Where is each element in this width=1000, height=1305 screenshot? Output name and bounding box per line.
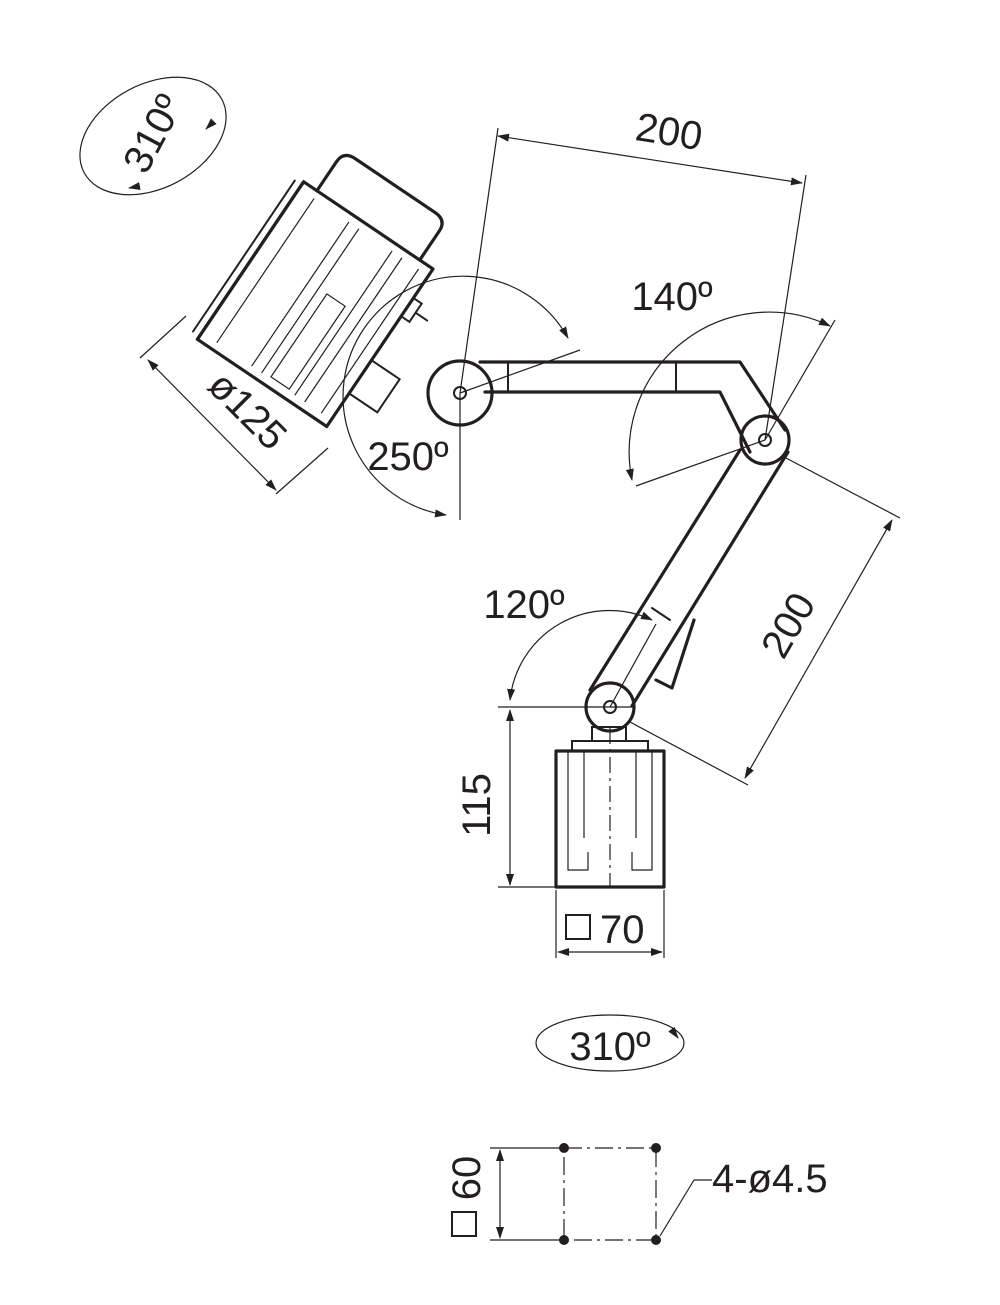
mounting-plate: 60 4-ø4.5 [445,1143,828,1245]
square-symbol-icon [565,914,591,940]
lower-arm [584,448,790,733]
head-angle-dimension: 250º [342,275,581,520]
handle-icon [315,153,444,262]
base-height-label: 115 [455,773,499,837]
elbow-angle-label: 140º [631,275,713,319]
base-angle-label: 120º [483,583,565,627]
lamp-base [554,726,666,889]
lower-arm-length-label: 200 [753,586,824,666]
base-height-dimension: 115 [455,709,556,888]
upper-arm-length-label: 200 [633,105,706,159]
base-width-label: 70 [600,908,645,952]
mounting-hole [651,1235,661,1245]
upper-arm-length-dimension: 200 [459,105,807,441]
base-angle-dimension: 120º [483,583,657,708]
mounting-hole [559,1143,569,1153]
head-rotation-label: 310º [115,87,192,180]
square-symbol-icon [451,1211,477,1237]
base-width-dimension: 70 [555,890,665,958]
lower-arm-length-dimension: 200 [629,457,901,786]
mounting-hole [651,1143,661,1153]
base-rotation-indicator: 310º [535,1014,685,1072]
head-rotation-indicator: 310º [79,76,227,196]
head-angle-label: 250º [367,435,449,479]
base-rotation-label: 310º [569,1025,651,1069]
head-diameter-label: ø125 [199,363,295,459]
mounting-hole [559,1235,569,1245]
holes-label: 4-ø4.5 [712,1157,828,1201]
head-diameter-dimension: ø125 [139,315,329,495]
plate-size-label: 60 [445,1156,489,1201]
elbow-angle-dimension: 140º [625,275,836,487]
